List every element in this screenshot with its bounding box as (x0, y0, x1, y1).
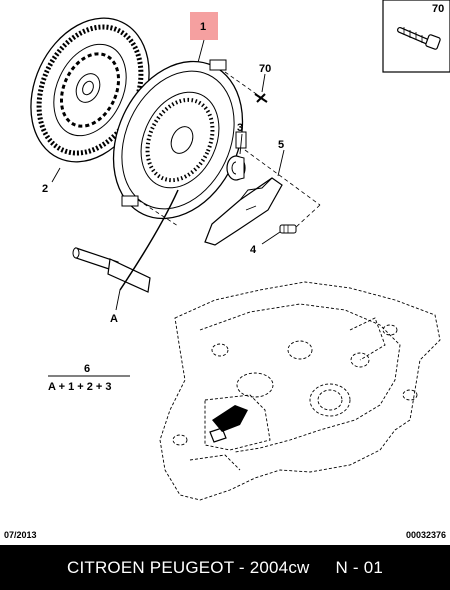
pressure-plate (112, 59, 247, 220)
housing-boot (209, 405, 248, 443)
part-2-label: 2 (42, 183, 48, 195)
date-code: 07/2013 (4, 530, 37, 540)
make-model-text: CITROEN PEUGEOT - 2004cw (66, 557, 310, 577)
part-1-highlight (190, 12, 218, 40)
part-a-label: A (110, 313, 118, 325)
gearbox-housing (159, 281, 441, 501)
release-fork (204, 177, 283, 246)
guide-shaft (72, 247, 151, 293)
footer-bar: CITROEN PEUGEOT - 2004cw N - 01 (0, 545, 450, 590)
part-4-label: 4 (250, 244, 257, 256)
pivot-stud (279, 224, 297, 234)
inset-label-70: 70 (432, 3, 444, 15)
release-bearing (226, 155, 246, 181)
bolt-70 (254, 93, 268, 103)
kit-formula-label: A + 1 + 2 + 3 (48, 381, 112, 393)
bolt-icon (397, 27, 441, 50)
part-70-label: 70 (259, 63, 271, 75)
reference-code: 00032376 (405, 530, 446, 540)
clutch-exploded-diagram: 70 1 2 (30, 0, 450, 501)
part-5-label: 5 (278, 139, 284, 151)
page-number-text: N - 01 (335, 557, 384, 577)
kit-number-label: 6 (84, 363, 90, 375)
bolt-inset: 70 (382, 0, 450, 73)
part-3-label: 3 (237, 122, 243, 134)
part-1-label: 1 (200, 21, 206, 33)
